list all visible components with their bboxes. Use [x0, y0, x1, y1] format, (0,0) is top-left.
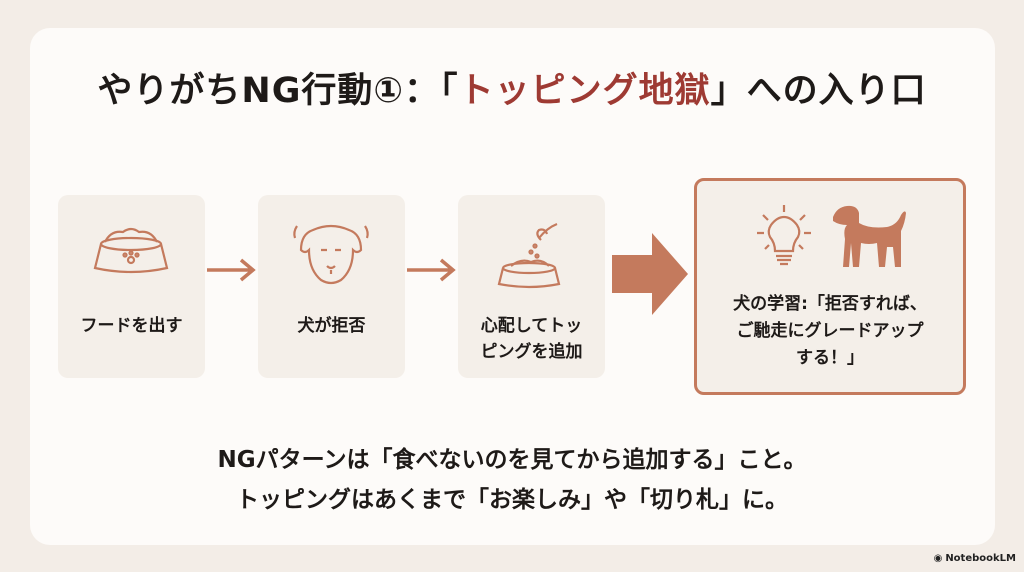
dog-face-icon: [293, 224, 369, 285]
food-bowl-icon: [93, 227, 169, 274]
topping-bowl-icon: [497, 222, 561, 289]
step-serve-food: フードを出す: [58, 195, 205, 378]
notebooklm-icon: ◉: [933, 553, 943, 564]
step-dog-refuses: 犬が拒否: [258, 195, 405, 378]
big-arrow-icon: [612, 233, 688, 315]
slide-title: やりがちNG行動①：「トッピング地獄」への入り口: [97, 71, 927, 111]
step-label: 心配してトッピングを追加: [480, 316, 583, 362]
notebooklm-logo: ◉NotebookLM: [933, 553, 1016, 564]
learning-text: 犬の学習:「拒否すれば、ご馳走にグレードアップする！」: [733, 294, 927, 368]
dog-icon: [833, 205, 906, 267]
lightbulb-icon: [757, 205, 811, 266]
bottom-message-2: トッピングはあくまで「お楽しみ」や「切り札」に。: [236, 487, 788, 513]
dog-learning-box: 犬の学習:「拒否すれば、ご馳走にグレードアップする！」: [694, 178, 966, 395]
title-highlight: トッピング地獄: [458, 71, 711, 111]
arrow-right-icon: [207, 258, 256, 282]
arrow-right-icon: [407, 258, 456, 282]
step-label: 犬が拒否: [297, 316, 366, 336]
bottom-message-1: NGパターンは「食べないのを見てから追加する」こと。: [217, 447, 807, 473]
step-label: フードを出す: [80, 316, 183, 336]
step-add-topping: 心配してトッピングを追加: [458, 195, 605, 378]
